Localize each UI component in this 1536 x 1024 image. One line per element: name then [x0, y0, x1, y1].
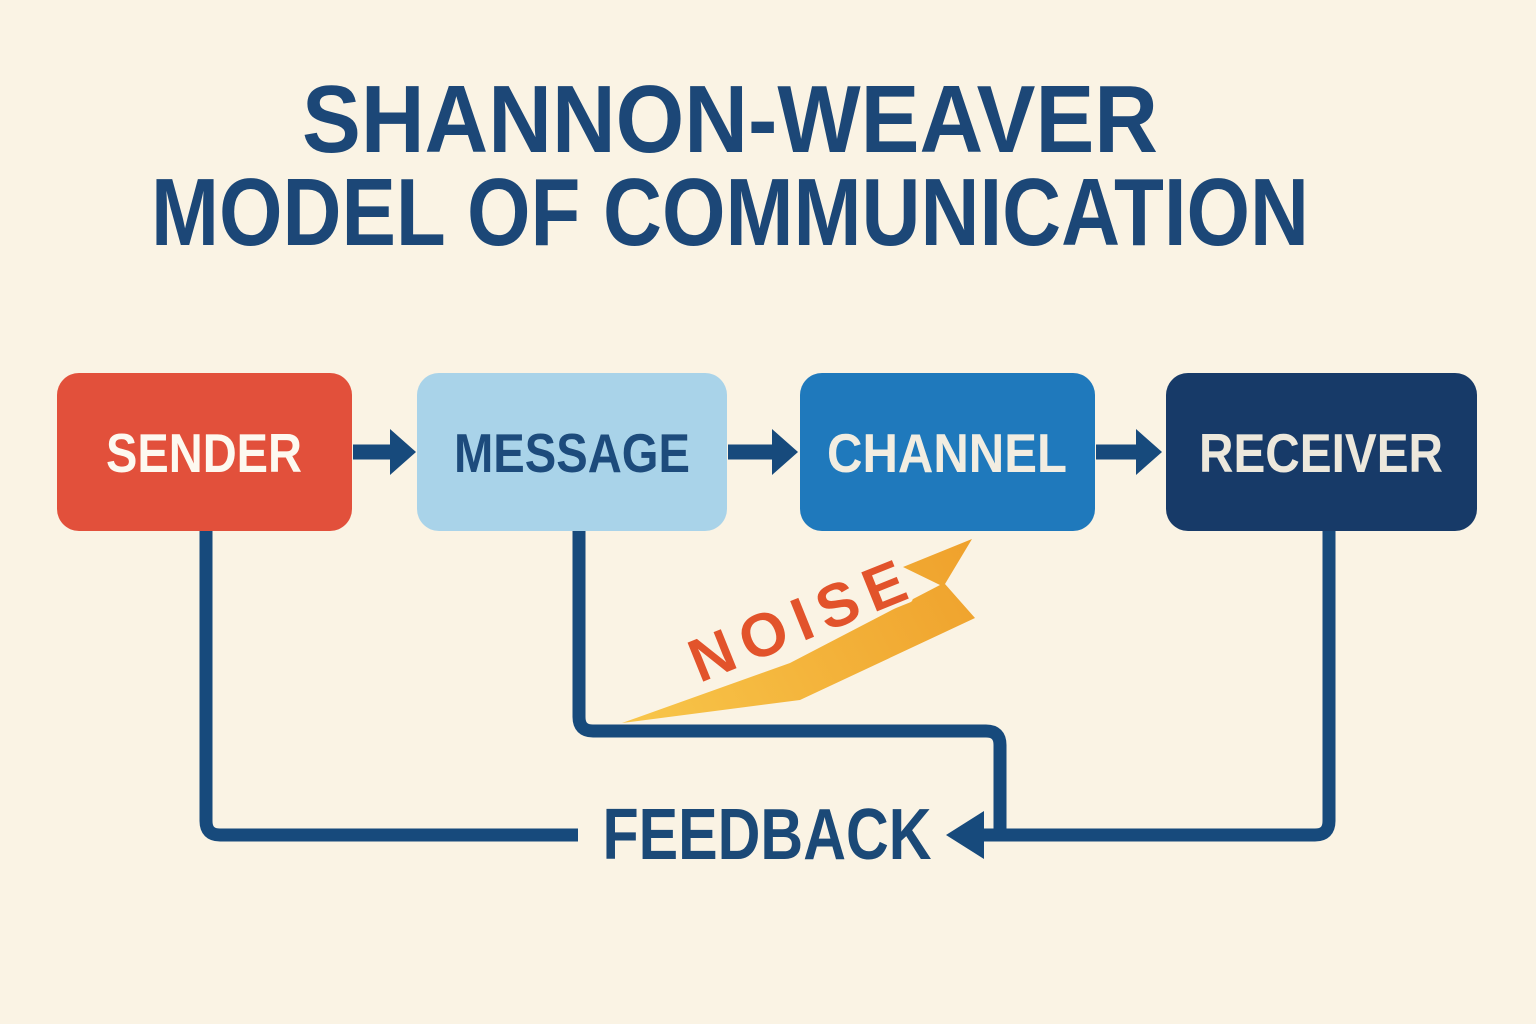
- flow-arrow-message-channel: [728, 429, 798, 475]
- receiver-feedback-connector: [978, 531, 1336, 842]
- node-channel-box: [800, 373, 1095, 531]
- node-sender-box: [57, 373, 352, 531]
- node-sender-label: SENDER: [106, 422, 302, 484]
- node-channel-label: CHANNEL: [827, 422, 1067, 484]
- node-sender: SENDER: [57, 373, 352, 531]
- arrow-right-icon: [390, 429, 416, 475]
- feedback-label: FEEDBACK: [603, 795, 932, 875]
- flow-arrow-channel-receiver: [1096, 429, 1162, 475]
- node-receiver-label: RECEIVER: [1199, 422, 1443, 484]
- arrow-right-icon: [772, 429, 798, 475]
- arrow-right-icon: [1136, 429, 1162, 475]
- title-line-1: SHANNON-WEAVER: [302, 66, 1158, 173]
- node-receiver: RECEIVER: [1166, 373, 1477, 531]
- title-line-2: MODEL OF COMMUNICATION: [151, 159, 1309, 266]
- node-message-box: [417, 373, 727, 531]
- node-message: MESSAGE: [417, 373, 727, 531]
- arrow-shaft: [353, 444, 391, 460]
- node-receiver-box: [1166, 373, 1477, 531]
- node-channel: CHANNEL: [800, 373, 1095, 531]
- message-feedback-connector: [572, 531, 1007, 841]
- lightning-bolt-icon: [622, 539, 975, 723]
- feedback-arrowhead-icon: [946, 811, 984, 859]
- sender-feedback-connector: [199, 531, 578, 842]
- flow-arrow-sender-message: [353, 429, 416, 475]
- node-message-label: MESSAGE: [454, 422, 690, 484]
- arrow-shaft: [1096, 444, 1137, 460]
- arrow-shaft: [728, 444, 773, 460]
